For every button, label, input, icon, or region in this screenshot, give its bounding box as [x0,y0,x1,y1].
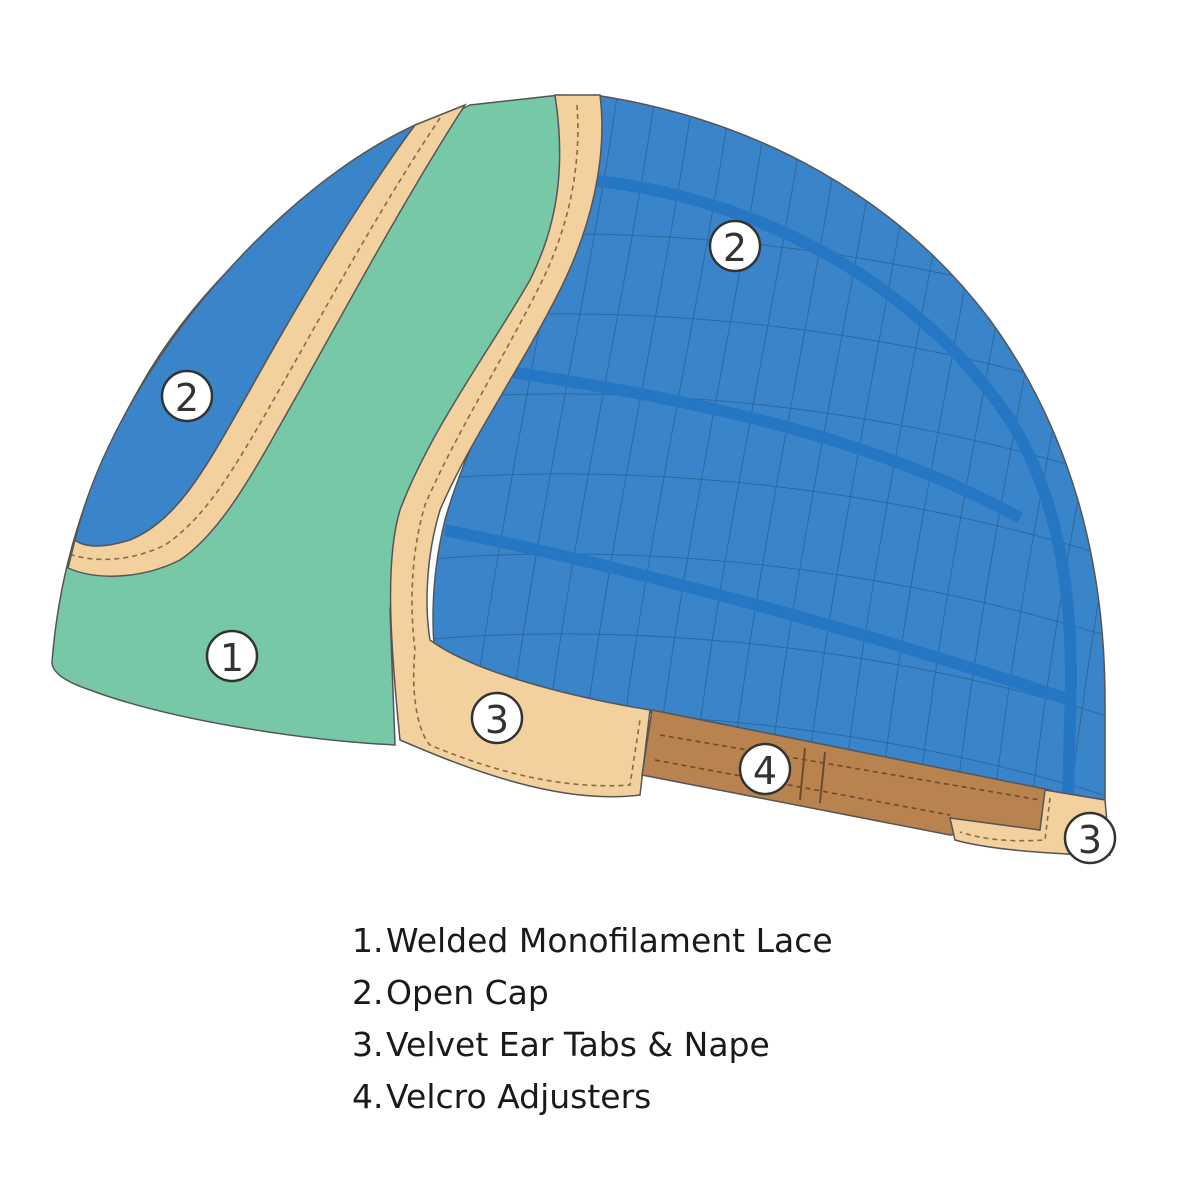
legend-label: Open Cap [386,973,549,1012]
cap-grid-line [1106,90,1200,820]
badge-cap-back: 2 [708,219,762,273]
cap-grid-line [433,633,1105,721]
badge-velcro: 4 [738,742,792,796]
legend-item-3: 3. Velvet Ear Tabs & Nape [352,1019,833,1071]
legend-number: 3. [352,1025,384,1064]
cap-grid-line [433,473,1105,561]
legend-item-4: 4. Velcro Adjusters [352,1071,833,1123]
badge-cap-front: 2 [160,369,214,423]
cap-grid-line [433,553,1105,641]
legend-list: 1. Welded Monofilament Lace 2. Open Cap … [352,915,833,1123]
cap-grid-line [1067,95,1105,800]
badge-ear-tab: 3 [470,691,524,745]
stitch-front-strip [71,117,441,561]
stitch-ear-tab [411,104,641,787]
legend-number: 1. [352,921,384,960]
legend-item-1: 1. Welded Monofilament Lace [352,915,833,967]
legend-label: Velvet Ear Tabs & Nape [386,1025,770,1064]
velcro-divider [799,747,826,804]
velvet-front-strip [67,103,467,577]
legend-label: Velcro Adjusters [386,1077,652,1116]
stitch-nape [959,797,1051,842]
badge-lace: 1 [205,629,259,683]
legend-number: 2. [352,973,384,1012]
legend-label: Welded Monofilament Lace [386,921,833,960]
svg-text:1: 1 [220,636,244,680]
cap-band-lower [443,524,1072,706]
svg-text:2: 2 [175,376,199,420]
legend-item-2: 2. Open Cap [352,967,833,1019]
svg-text:4: 4 [753,749,777,793]
svg-text:3: 3 [485,698,509,742]
cap-grid-line [687,95,809,800]
legend-number: 4. [352,1077,384,1116]
stitch-velcro [654,734,1041,816]
cap-band-top [589,174,1077,796]
cap-band-middle [509,366,1023,524]
badge-nape: 3 [1063,811,1117,865]
svg-text:2: 2 [723,226,747,270]
svg-text:3: 3 [1078,818,1102,862]
wig-cap-diagram: 1 2 2 3 4 3 [51,90,1200,865]
cap-grid-line [649,95,771,800]
velvet-ear-tab [389,94,651,798]
